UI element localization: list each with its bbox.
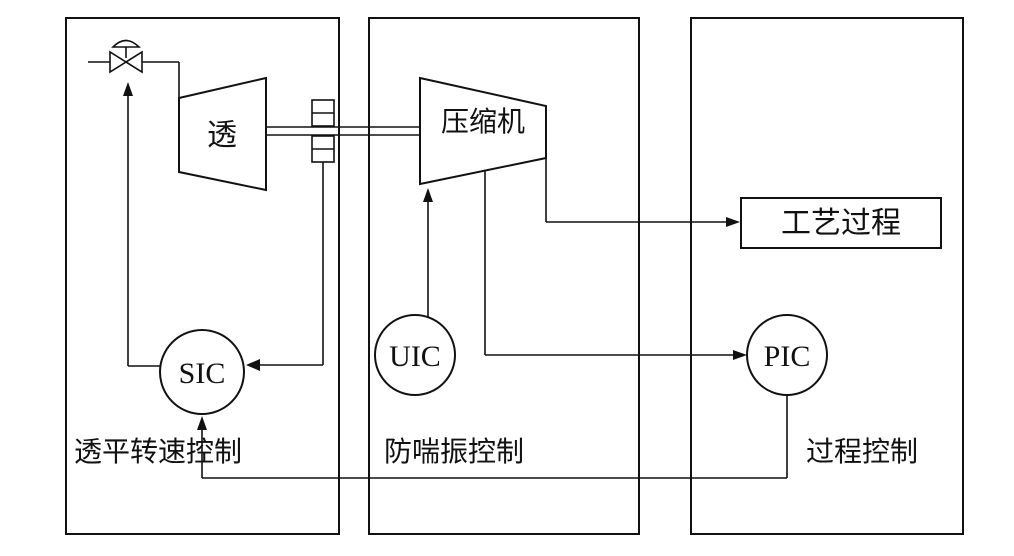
panel-process-control [690,17,964,535]
caption-anti-surge-control: 防喘振控制 [384,436,524,468]
panel-anti-surge-control [368,17,640,535]
arrow-into-sic-icon [246,359,260,371]
uic-to-compressor-signal [423,188,433,318]
turbine-shape [178,76,267,192]
process-box-label: 工艺过程 [781,207,901,240]
sic-controller [159,329,245,415]
arrow-into-process-icon [726,217,740,227]
uic-label: UIC [389,340,441,373]
turbine-label: 透 [207,119,237,152]
discharge-line [545,158,740,227]
arrow-into-sic-bottom-icon [197,416,207,430]
caption-turbine-speed-control: 透平转速控制 [74,436,242,468]
arrow-into-valve-icon [123,82,133,96]
arrow-into-pic-icon [733,350,747,360]
panel-turbine-speed-control [65,17,340,535]
shaft-to-sic-signal [246,162,324,371]
pic-label: PIC [764,340,811,373]
uic-controller [374,314,456,396]
caption-process-control: 过程控制 [806,436,918,468]
process-box [740,197,942,249]
pic-to-sic-signal [197,395,788,479]
sic-to-valve-signal [123,82,160,367]
valve-actuator-dome [111,39,141,48]
arrow-into-compressor-icon [423,188,433,202]
control-valve-icon [88,39,180,98]
valve-left-triangle [109,50,128,74]
sic-label: SIC [179,357,226,390]
compressor-label: 压缩机 [441,106,525,138]
compressor-to-pic-signal [484,171,747,360]
valve-right-triangle [124,50,143,74]
shaft-coupling-icon [266,99,420,163]
